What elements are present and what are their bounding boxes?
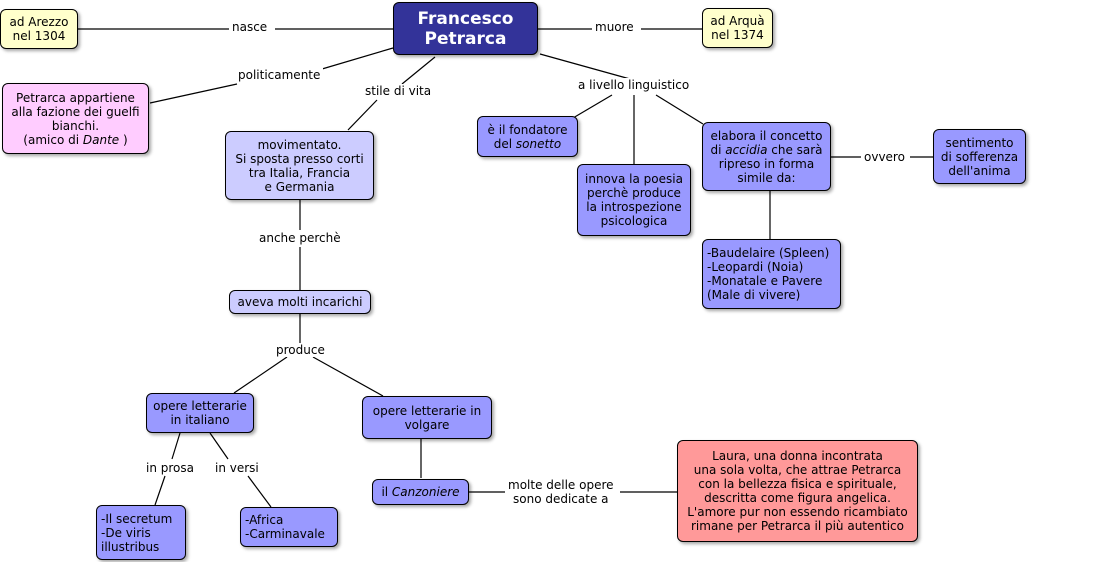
node-opere-italiano[interactable]: opere letterarie in italiano: [146, 393, 254, 433]
node-accidia[interactable]: elabora il concetto di accidia che sarà …: [702, 122, 831, 191]
sonetto-emphasis: sonetto: [515, 136, 562, 151]
node-baudelaire[interactable]: -Baudelaire (Spleen) -Leopardi (Noia) -M…: [702, 239, 841, 309]
label-politicamente: politicamente: [235, 68, 324, 82]
canzoniere-text: il: [381, 485, 392, 499]
link-produce-volgare: [312, 356, 384, 397]
link-produce-italiano: [233, 356, 288, 394]
node-guelfi[interactable]: Petrarca appartiene alla fazione dei gue…: [2, 83, 149, 154]
link-politicamente-guelfi: [149, 83, 238, 104]
guelfi-emphasis: Dante: [82, 132, 120, 147]
node-poesia[interactable]: innova la poesia perchè produce la intro…: [577, 164, 691, 236]
node-africa[interactable]: -Africa -Carminavale: [240, 507, 338, 547]
node-canzoniere[interactable]: il Canzoniere: [372, 479, 469, 505]
link-prosa-secretum: [154, 475, 166, 506]
link-linguistico-accidia: [655, 94, 704, 125]
node-birth-arezzo[interactable]: ad Arezzo nel 1304: [0, 9, 78, 49]
label-dedicate: molte delle opere sono dedicate a: [505, 478, 617, 506]
guelfi-text-end: ): [119, 132, 128, 147]
label-anche-perche: anche perchè: [256, 231, 344, 245]
accidia-text-end: che sarà ripreso in forma simile da:: [718, 142, 823, 185]
link-root-stile: [401, 56, 436, 85]
link-versi-africa: [247, 475, 272, 508]
label-stile-di-vita: stile di vita: [362, 84, 435, 98]
label-produce: produce: [273, 343, 328, 357]
link-italiano-prosa: [171, 432, 181, 460]
link-italiano-versi: [209, 432, 229, 460]
node-incarichi[interactable]: aveva molti incarichi: [229, 290, 371, 314]
accidia-text: elabora il concetto di: [710, 128, 823, 157]
link-linguistico-sonetto: [572, 94, 613, 119]
node-laura[interactable]: Laura, una donna incontrata una sola vol…: [677, 440, 918, 542]
node-movimentato[interactable]: movimentato. Si sposta presso corti tra …: [225, 131, 374, 200]
node-sentimento[interactable]: sentimento di sofferenza dell'anima: [933, 129, 1026, 184]
label-in-versi: in versi: [212, 461, 262, 475]
label-muore: muore: [592, 20, 637, 34]
node-death-arqua[interactable]: ad Arquà nel 1374: [702, 8, 773, 48]
node-opere-volgare[interactable]: opere letterarie in volgare: [362, 396, 492, 439]
label-in-prosa: in prosa: [143, 461, 197, 475]
central-node-petrarca[interactable]: Francesco Petrarca: [393, 2, 538, 55]
link-root-politicamente: [321, 47, 394, 70]
node-sonetto[interactable]: è il fondatore del sonetto: [477, 116, 578, 157]
accidia-emphasis: accidia: [725, 142, 768, 157]
label-nasce: nasce: [229, 20, 271, 34]
link-root-linguistico: [539, 53, 631, 80]
label-livello-linguistico: a livello linguistico: [575, 78, 693, 92]
link-stile-movimentato: [347, 99, 378, 131]
node-secretum[interactable]: -Il secretum -De viris illustribus: [96, 505, 186, 560]
canzoniere-emphasis: Canzoniere: [391, 485, 460, 499]
label-ovvero: ovvero: [861, 150, 908, 164]
guelfi-text: Petrarca appartiene alla fazione dei gue…: [11, 90, 140, 147]
sonetto-text: è il fondatore del: [487, 122, 568, 151]
